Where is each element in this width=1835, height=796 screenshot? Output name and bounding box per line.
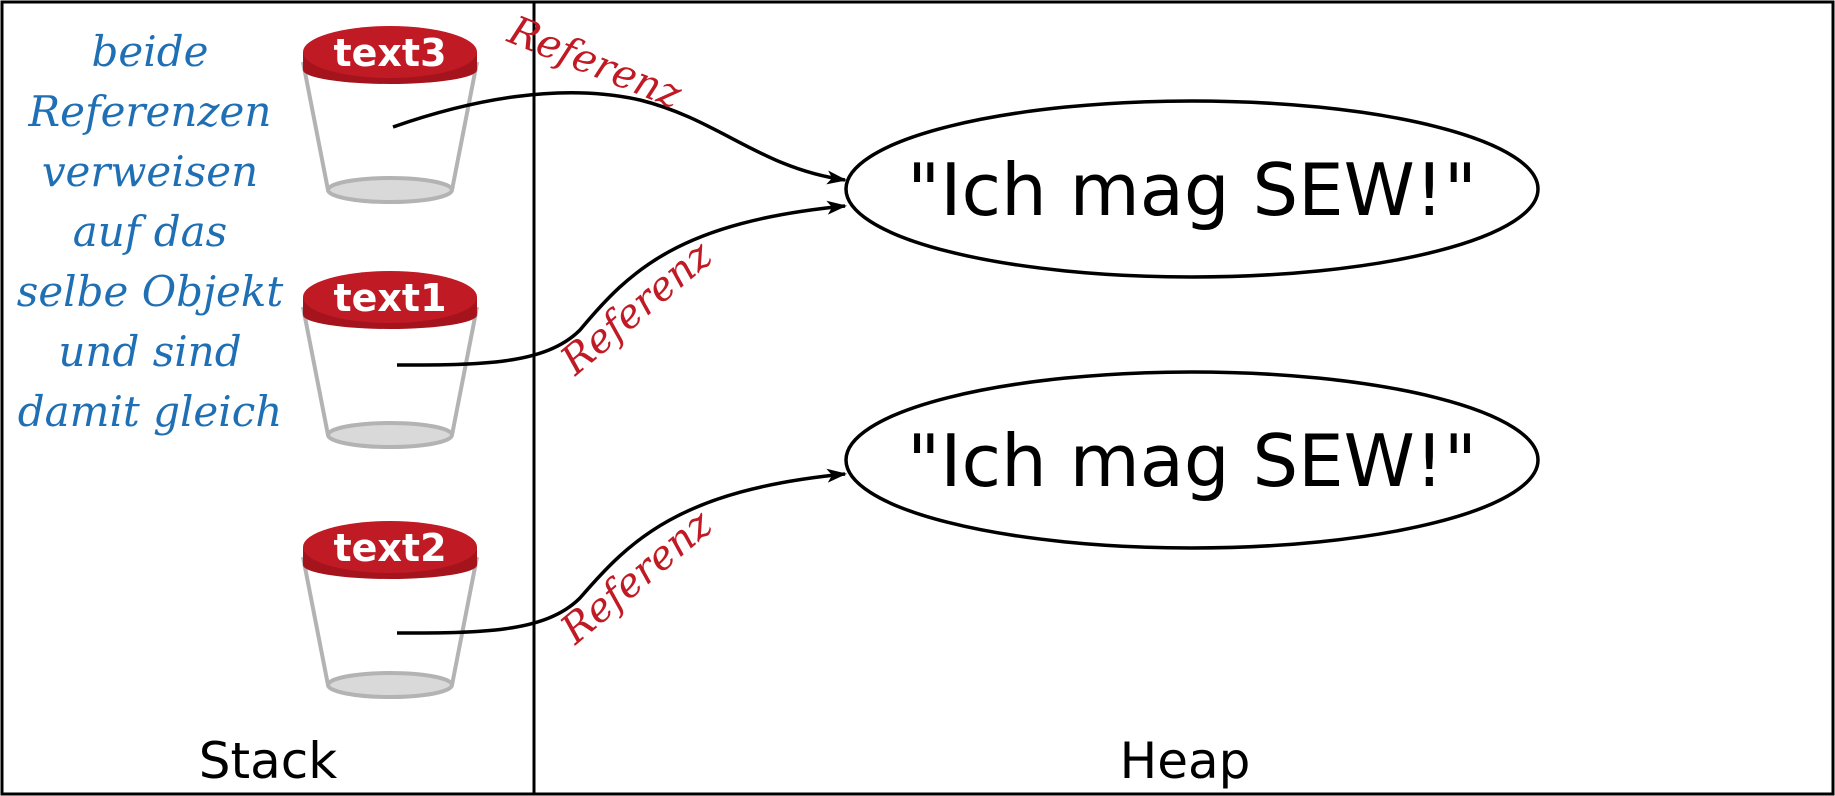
cup-bottom [326,176,454,204]
note-line: beide [92,27,209,76]
note-line: damit gleich [18,387,283,436]
cup-text2: text2 [301,521,479,699]
heap-object-1-ellipse [844,99,1540,279]
cup-side-right [450,556,479,686]
heap-object-2-ellipse [844,370,1540,550]
reference-arrow-text1 [396,200,847,367]
reference-label-text2: Referenz [551,500,721,653]
cup-side-left [301,61,330,191]
heap-label: Heap [1120,732,1251,790]
stack-label: Stack [199,732,337,790]
heap-object-2-text: "Ich mag SEW!" [907,419,1477,503]
cup-side-right [450,306,479,436]
note-line: verweisen [42,147,258,196]
note-line: und sind [58,327,241,376]
reference-arrow-text2 [396,468,847,635]
cup-bottom [326,671,454,699]
note-line: auf das [73,207,227,256]
cup-bottom [326,421,454,449]
cup-text3: text3 [301,26,479,204]
cup-text1: text1 [301,271,479,449]
variable-name-text2: text2 [333,526,446,570]
cup-lid [303,271,477,323]
heap-object-1-text: "Ich mag SEW!" [907,148,1477,232]
cup-side-right [450,61,479,191]
reference-label-text1: Referenz [551,231,721,384]
note-line: Referenzen [28,87,272,136]
variable-name-text3: text3 [333,31,446,75]
note-line: selbe Objekt [17,267,284,316]
cup-lid [303,26,477,78]
cup-lid [303,521,477,573]
cup-side-left [301,306,330,436]
variable-name-text1: text1 [333,276,446,320]
reference-arrow-text3 [392,91,847,185]
reference-label-text3: Referenz [501,7,689,119]
cup-side-left [301,556,330,686]
